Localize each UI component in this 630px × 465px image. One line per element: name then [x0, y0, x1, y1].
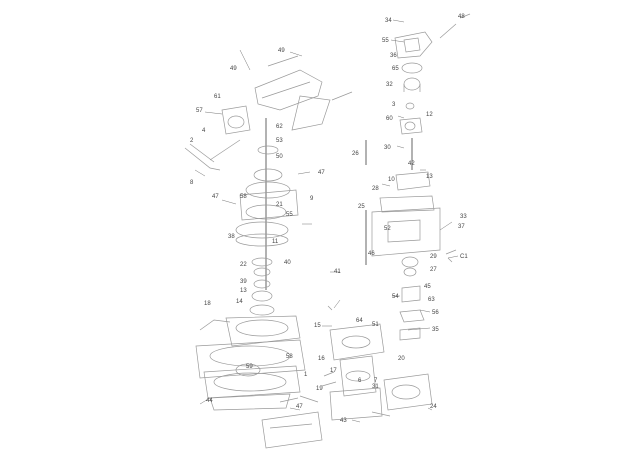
part-label-55-top: 55: [382, 38, 389, 44]
part-label-58-lower: 58: [286, 354, 293, 360]
part-label-35: 35: [432, 327, 439, 333]
part-label-59: 59: [246, 364, 253, 370]
part-label-41: 41: [334, 269, 341, 275]
part-label-64: 64: [356, 318, 363, 324]
part-label-24: 24: [430, 404, 437, 410]
part-label-10: 10: [388, 177, 395, 183]
part-label-12: 12: [426, 112, 433, 118]
part-label-36: 36: [390, 53, 397, 59]
part-label-27: 27: [430, 267, 437, 273]
part-label-65: 65: [392, 66, 399, 72]
part-label-6: 6: [358, 378, 362, 384]
part-label-39: 39: [240, 279, 247, 285]
part-label-54: 54: [392, 294, 399, 300]
part-label-62: 62: [276, 124, 283, 130]
part-label-40: 40: [284, 260, 291, 266]
part-label-7: 7: [374, 378, 378, 384]
part-label-8: 8: [190, 180, 194, 186]
part-label-11: 11: [272, 239, 279, 245]
part-label-26: 26: [352, 151, 359, 157]
part-label-32: 32: [386, 82, 393, 88]
part-label-60: 60: [386, 116, 393, 122]
part-label-18: 18: [204, 301, 211, 307]
part-label-33: 33: [460, 214, 467, 220]
part-label-22: 22: [240, 262, 247, 268]
center-column-assembly: [184, 55, 353, 347]
part-label-63: 63: [428, 297, 435, 303]
part-label-c1: C1: [460, 254, 468, 260]
part-label-13-mid: 13: [240, 288, 247, 294]
part-label-9: 9: [310, 196, 314, 202]
part-label-30: 30: [384, 145, 391, 151]
part-label-61: 61: [214, 94, 221, 100]
part-label-21: 21: [276, 202, 283, 208]
part-label-1: 1: [304, 372, 308, 378]
part-label-31: 31: [372, 384, 379, 390]
part-label-55-mid: 55: [286, 212, 293, 218]
part-label-38: 38: [228, 234, 235, 240]
part-label-42: 42: [408, 161, 415, 167]
part-label-34: 34: [385, 18, 392, 24]
part-label-50: 50: [276, 154, 283, 160]
part-label-57: 57: [196, 108, 203, 114]
part-label-25: 25: [358, 204, 365, 210]
part-label-49-left: 49: [230, 66, 237, 72]
part-label-49-top: 49: [278, 48, 285, 54]
part-label-52: 52: [384, 226, 391, 232]
part-label-56: 56: [432, 310, 439, 316]
top-fitting-assembly: [365, 13, 471, 341]
part-label-47-upper: 47: [318, 170, 325, 176]
part-label-4: 4: [202, 128, 206, 134]
part-label-51: 51: [372, 322, 379, 328]
part-labels: 34 55 36 65 32 3 60 30 12 26 42 13 10 28…: [190, 14, 468, 424]
part-label-47-left: 47: [212, 194, 219, 200]
part-label-44: 44: [206, 398, 213, 404]
part-label-28: 28: [372, 186, 379, 192]
part-label-16: 16: [318, 356, 325, 362]
part-label-58-upper: 58: [240, 194, 247, 200]
part-label-43: 43: [340, 418, 347, 424]
part-label-45: 45: [424, 284, 431, 290]
part-label-17: 17: [330, 368, 337, 374]
part-label-53: 53: [276, 138, 283, 144]
part-label-13-right: 13: [426, 174, 433, 180]
part-label-48: 48: [458, 14, 465, 20]
part-label-14: 14: [236, 299, 243, 305]
part-label-19: 19: [316, 386, 323, 392]
part-label-20: 20: [398, 356, 405, 362]
part-label-2: 2: [190, 138, 194, 144]
part-label-47-lower: 47: [296, 404, 303, 410]
part-label-46-right: 46: [368, 251, 375, 257]
lower-assembly: [195, 305, 433, 449]
part-label-37: 37: [458, 224, 465, 230]
leader-lines: [194, 19, 459, 423]
part-label-3: 3: [392, 102, 396, 108]
part-label-29: 29: [430, 254, 437, 260]
part-label-15: 15: [314, 323, 321, 329]
